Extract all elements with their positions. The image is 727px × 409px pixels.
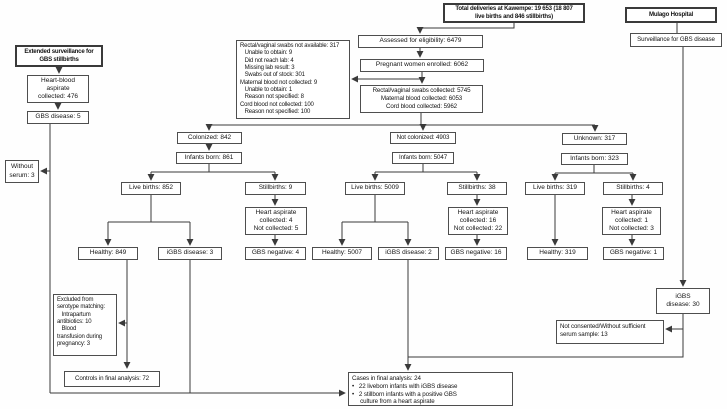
node-gbs-negative-1: GBS negative: 1 bbox=[603, 247, 664, 260]
node-surveillance-gbs: Surveillance for GBS disease bbox=[630, 33, 722, 47]
node-healthy-849: Healthy: 849 bbox=[78, 247, 138, 260]
node-gbs-negative-4: GBS negative: 4 bbox=[245, 247, 306, 260]
node-stillbirths-38: Stillbirths: 38 bbox=[447, 182, 507, 195]
node-mulago-hospital: Mulago Hospital bbox=[625, 7, 717, 23]
node-extended-surveillance: Extended surveillance for GBS stillbirth… bbox=[15, 45, 103, 67]
node-infants-born-861: Infants born: 861 bbox=[176, 152, 242, 164]
node-gbs-disease-5: GBS disease: 5 bbox=[27, 111, 89, 124]
node-igbs-disease-30: iGBS disease: 30 bbox=[656, 288, 710, 314]
node-not-colonized: Not colonized: 4903 bbox=[390, 132, 456, 144]
node-total-deliveries: Total deliveries at Kawempe: 19 653 (18 … bbox=[443, 3, 585, 23]
node-infants-born-323: Infants born: 323 bbox=[561, 153, 628, 165]
node-excluded-serotype-matching: Excluded from serotype matching: Intrapa… bbox=[53, 294, 117, 356]
node-swabs-not-available: Rectal/vaginal swabs not available: 317 … bbox=[236, 40, 350, 119]
node-live-births-852: Live births: 852 bbox=[121, 182, 181, 195]
node-heart-blood-aspirate: Heart-blood aspirate collected: 476 bbox=[27, 75, 89, 103]
node-samples-collected: Rectal/vaginal swabs collected: 5745 Mat… bbox=[360, 85, 483, 113]
connector-lines bbox=[49, 23, 684, 393]
node-controls-final-analysis: Controls in final analysis: 72 bbox=[64, 371, 160, 387]
node-not-consented: Not consented/Without sufficient serum s… bbox=[556, 320, 664, 344]
node-pregnant-women-enrolled: Pregnant women enrolled: 6062 bbox=[360, 59, 484, 72]
node-gbs-negative-16: GBS negative: 16 bbox=[445, 247, 507, 260]
node-heart-aspirate-2: Heart aspirate collected: 16 Not collect… bbox=[448, 207, 508, 235]
node-colonized: Colonized: 842 bbox=[177, 132, 242, 144]
node-cases-final-analysis: Cases in final analysis: 24 • 22 livebor… bbox=[348, 372, 513, 406]
node-stillbirths-4: Stillbirths: 4 bbox=[603, 182, 663, 195]
node-healthy-319: Healthy: 319 bbox=[527, 247, 588, 260]
node-heart-aspirate-1: Heart aspirate collected: 4 Not collecte… bbox=[245, 207, 307, 235]
node-without-serum: Without serum: 3 bbox=[5, 160, 39, 183]
node-healthy-5007: Healthy: 5007 bbox=[312, 247, 372, 260]
node-assessed-eligibility: Assessed for eligibility: 6479 bbox=[358, 35, 483, 48]
node-igbs-disease-2: iGBS disease: 2 bbox=[378, 247, 439, 260]
connector-arrows bbox=[40, 23, 687, 397]
node-infants-born-5047: Infants born: 5047 bbox=[392, 152, 454, 164]
node-igbs-disease-3: iGBS disease: 3 bbox=[158, 247, 222, 260]
node-live-births-5009: Live births: 5009 bbox=[345, 182, 405, 195]
node-stillbirths-9: Stillbirths: 9 bbox=[245, 182, 306, 195]
node-heart-aspirate-3: Heart aspirate collected: 1 Not collecte… bbox=[602, 207, 661, 235]
node-unknown: Unknown: 317 bbox=[562, 133, 627, 145]
node-live-births-319: Live births: 319 bbox=[525, 182, 585, 195]
